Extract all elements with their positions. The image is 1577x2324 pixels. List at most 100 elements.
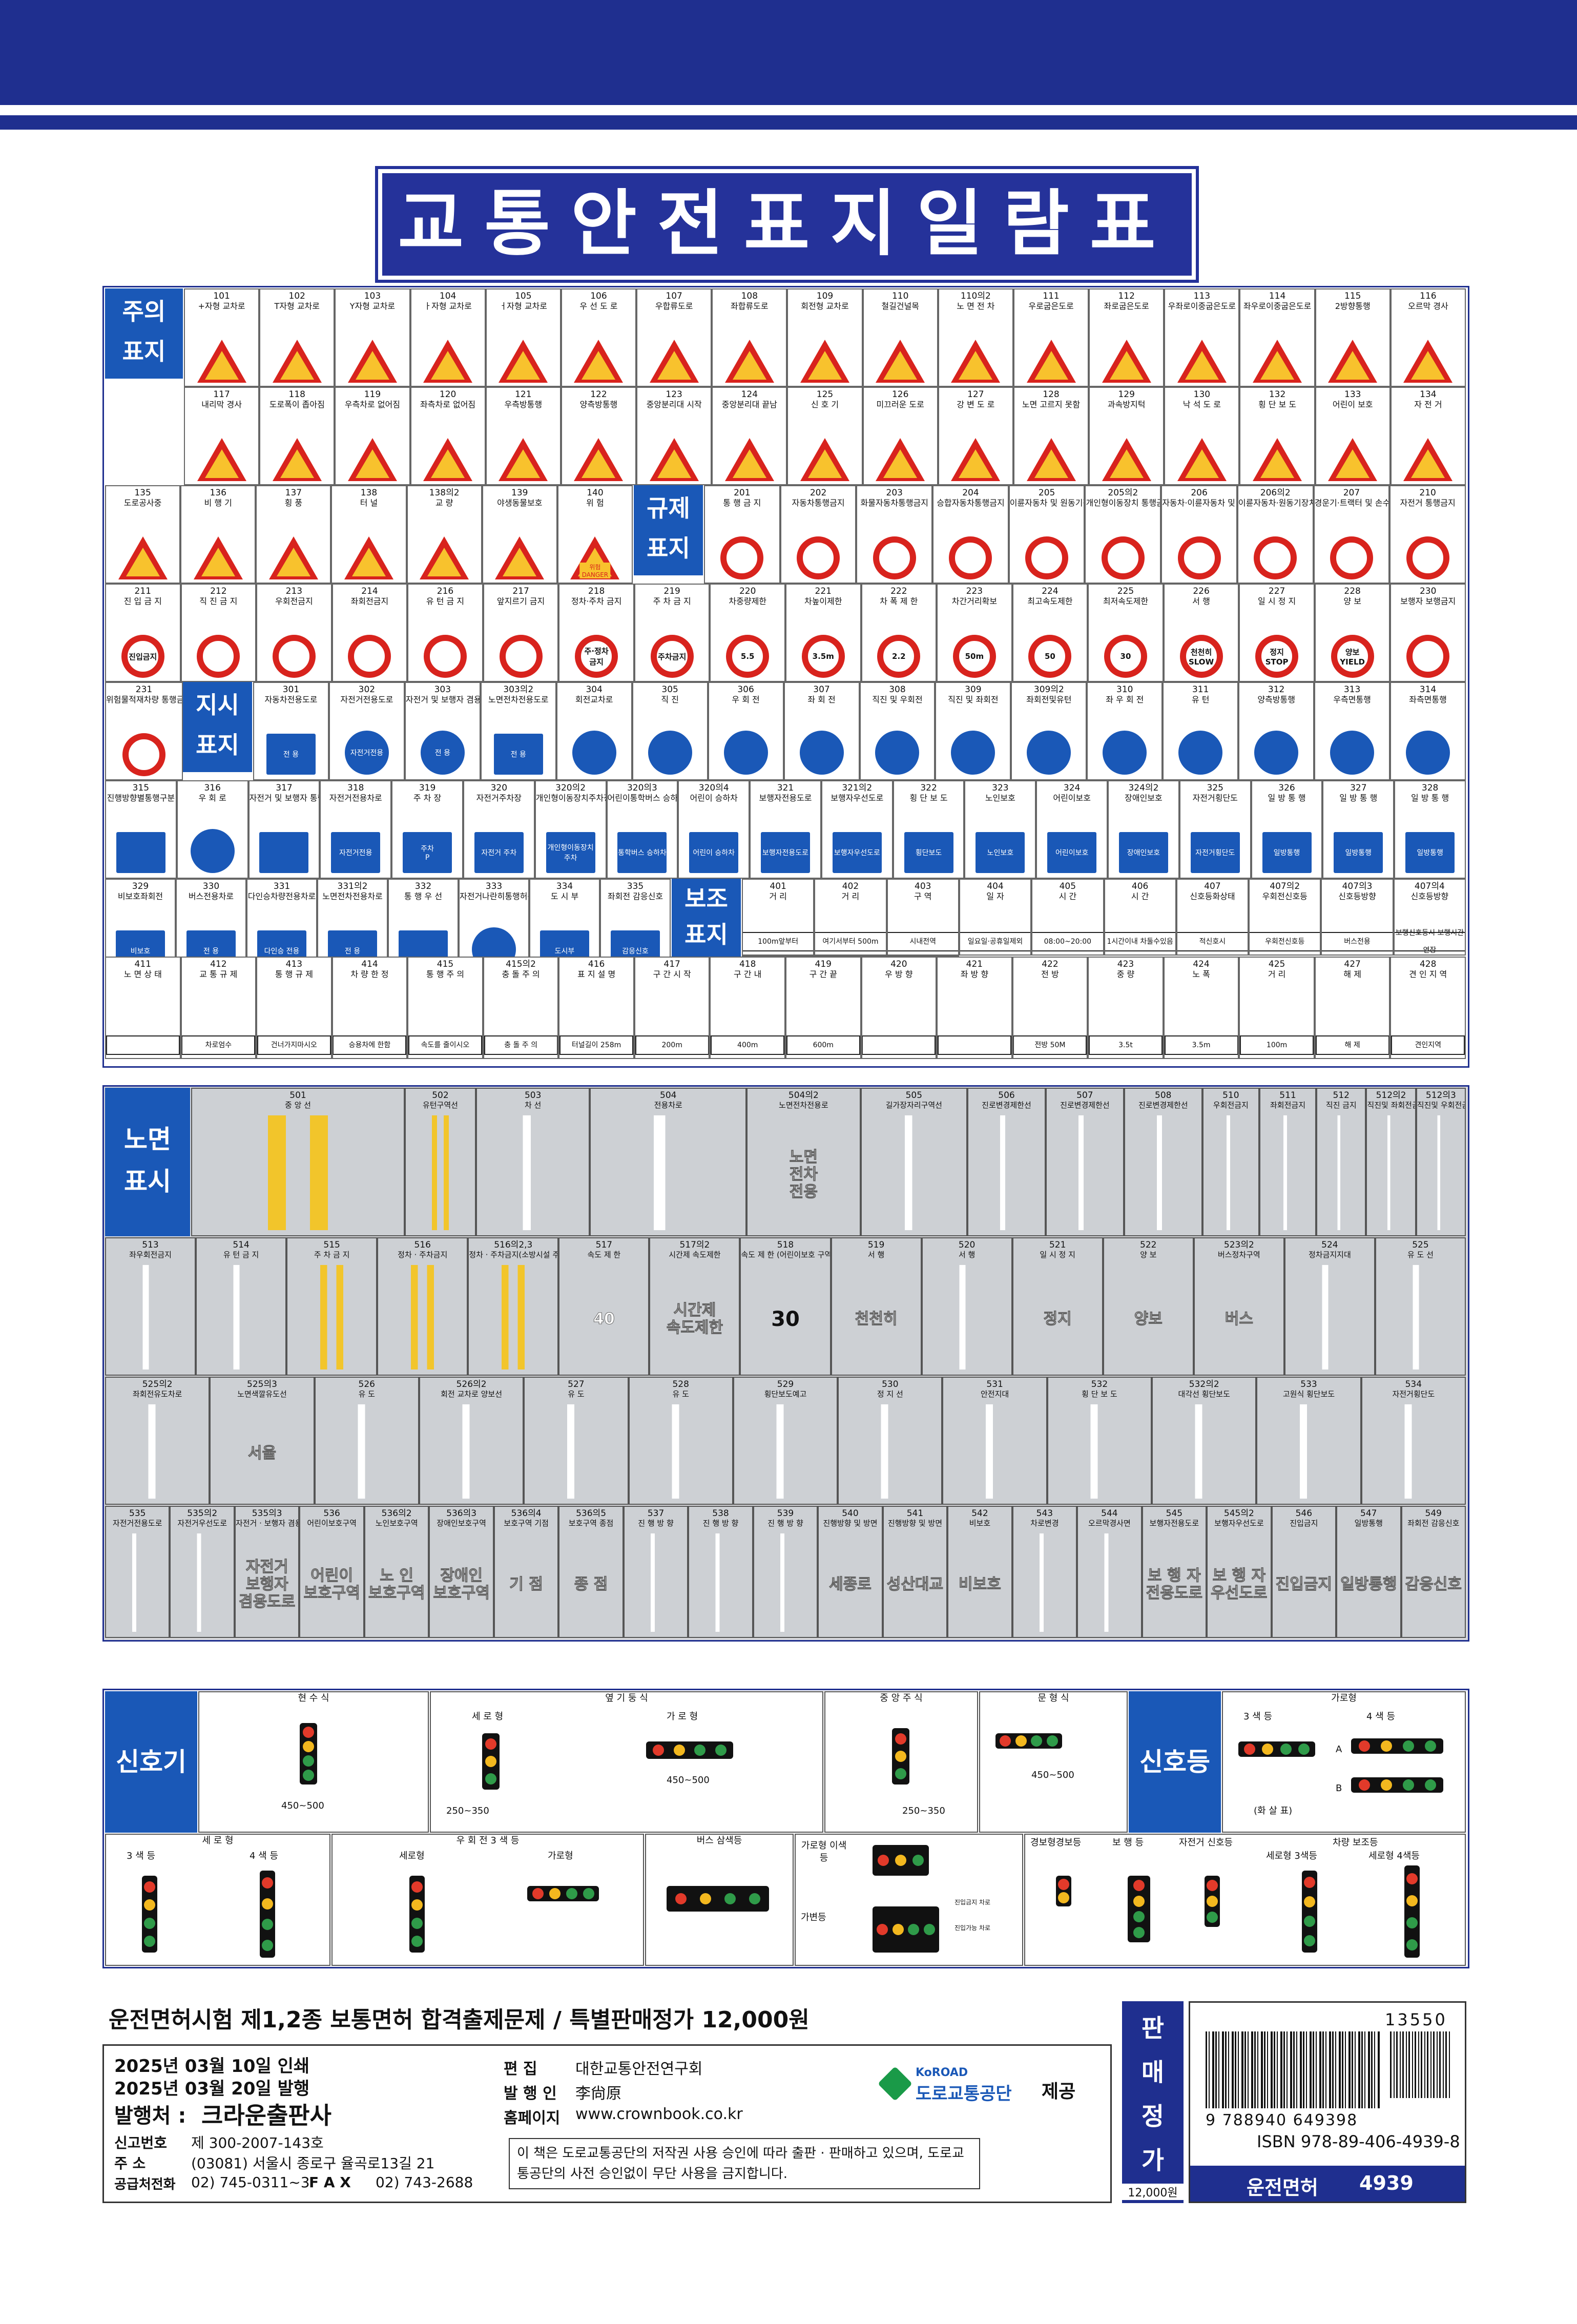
sign-number: 412	[210, 959, 227, 969]
marking-name: 주 차 금 지	[314, 1250, 350, 1259]
warning-sign-icon	[1253, 340, 1302, 383]
marking-name: 직진 금지	[1325, 1101, 1357, 1110]
sign-number: 319	[419, 783, 436, 793]
road-marking-graphic	[1019, 1533, 1070, 1632]
sign-number: 331의2	[337, 881, 368, 891]
road-marking-graphic	[1209, 1115, 1252, 1230]
sign-number: 124	[741, 389, 758, 400]
sign-name: 노면 고르지 못함	[1022, 400, 1081, 409]
sign-name: 유 턴 금 지	[426, 596, 465, 606]
warning-sign-icon	[272, 438, 322, 481]
right-turn-sub: 가로형	[548, 1851, 573, 1861]
reg-label: 신고번호	[114, 2134, 168, 2151]
sign-number: 304	[586, 684, 603, 695]
road-marking-graphic: 보 행 자 우선도로	[1211, 1567, 1268, 1602]
sign-name: 횡 단 보 도	[909, 793, 948, 803]
signal-category: 신호기	[105, 1691, 197, 1833]
signal-sub-label: 세 로 형	[472, 1711, 504, 1722]
road-marking-graphic	[384, 1265, 461, 1370]
misc-signal-label: 자전거 신호등	[1179, 1837, 1233, 1848]
signal-lamp	[303, 1727, 314, 1738]
sign-number: 120	[439, 389, 457, 400]
sign-number: 308	[889, 684, 906, 695]
sign-name: 자전거 및 보행자 겸용도로	[405, 695, 480, 704]
sign-number: 414	[361, 959, 378, 969]
sign-number: 128	[1043, 389, 1060, 400]
sign-number: 309	[965, 684, 982, 695]
marking-name: 보행자전용도로	[1149, 1519, 1199, 1528]
marking-name: 우회전금지	[1213, 1101, 1249, 1110]
isbn: ISBN 978-89-406-4939-8	[1257, 2132, 1460, 2151]
signal-lamp	[262, 1919, 273, 1931]
regulatory-sign-icon: 천천히 SLOW	[1179, 635, 1223, 678]
sign-number: 204	[962, 488, 979, 498]
sign-number: 326	[1278, 783, 1295, 793]
signal-lamp	[411, 1881, 423, 1893]
marking-number: 508	[1155, 1090, 1172, 1101]
sign-number: 105	[515, 291, 532, 301]
signal-housing	[1128, 1876, 1150, 1942]
sign-number: 331	[273, 881, 291, 891]
sign-name: 통 행 우 선	[404, 891, 443, 901]
road-marking-graphic	[1131, 1115, 1195, 1230]
signal-light-label-b: B	[1336, 1783, 1342, 1794]
print-date: 2025년 03월 10일 인쇄	[114, 2056, 310, 2077]
warning-sign-icon	[1026, 340, 1076, 383]
road-marking-graphic: 종 점	[574, 1575, 608, 1593]
sign-name: 직 진 금 지	[199, 596, 238, 606]
sign-number: 318	[347, 783, 364, 793]
sign-number: 203	[886, 488, 903, 498]
marking-number: 525	[1412, 1240, 1429, 1250]
signal-lamp	[144, 1881, 155, 1893]
marking-number: 506	[998, 1090, 1015, 1101]
marking-number: 512의3	[1425, 1090, 1456, 1101]
sign-number: 110	[891, 291, 909, 301]
sign-name: 최저속도제한	[1103, 596, 1149, 606]
marking-name: 서 행	[958, 1250, 976, 1259]
sign-number: 122	[590, 389, 607, 400]
road-marking-graphic: 감응신호	[1405, 1575, 1462, 1593]
sign-number: 217	[512, 586, 529, 596]
publisher-name: 크라운출판사	[201, 2102, 331, 2129]
warning-sign-icon	[272, 340, 322, 383]
marking-name: 진 행 방 향	[638, 1519, 674, 1528]
sign-name: 노면전차전용차로	[322, 891, 383, 901]
road-marking-graphic	[928, 1265, 1005, 1370]
marking-number: 536의5	[576, 1508, 607, 1519]
signal-lamp	[1358, 1779, 1370, 1791]
regulatory-sign-icon: 3.5m	[801, 635, 845, 678]
sign-name: 정차·주차 금지	[571, 596, 622, 606]
marking-name: 자전거전용도로	[112, 1519, 162, 1528]
road-marking-graphic	[203, 1265, 280, 1370]
marking-name: 진행방향 및 방면	[887, 1519, 943, 1528]
sign-name: 차중량제한	[729, 596, 767, 606]
sign-number: 109	[816, 291, 834, 301]
homepage-link[interactable]: www.crownbook.co.kr	[575, 2105, 743, 2123]
sign-number: 312	[1268, 684, 1285, 695]
sign-number: 106	[590, 291, 607, 301]
warning-sign-icon	[420, 536, 469, 579]
road-marking-graphic: 자전거 보행자 겸용도로	[238, 1558, 296, 1611]
sign-number: 114	[1269, 291, 1286, 301]
indication-sign-icon: 전 용	[264, 732, 317, 776]
indication-sign-icon: 보행자전용도로	[759, 831, 812, 875]
sign-name: 좌로굽은도로	[1104, 301, 1149, 311]
